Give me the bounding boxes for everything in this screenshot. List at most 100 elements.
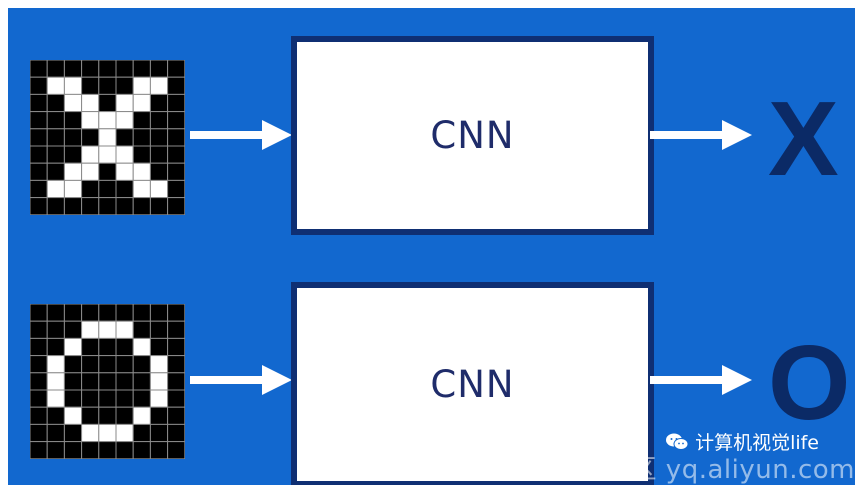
grid-cell [81,128,100,147]
grid-cell [46,60,65,78]
grid-cell [63,406,83,425]
arrow-right-icon [190,365,292,395]
grid-cell [115,145,134,164]
grid-cell [81,389,100,408]
grid-cell [30,372,48,391]
grid-cell [63,111,83,130]
grid-cell [46,128,65,147]
grid-cell [149,162,169,181]
grid-cell [98,162,117,181]
grid-cell [81,337,100,357]
grid-cell [115,355,134,374]
cnn-label: CNN [430,114,515,157]
grid-cell [98,197,117,215]
grid-cell [98,355,117,374]
grid-cell [30,93,48,113]
grid-cell [115,93,134,113]
grid-cell [115,304,134,322]
grid-cell [98,389,117,408]
grid-cell [46,93,65,113]
grid-cell [30,406,48,425]
diagram-panel: CNN X CNN O 计算机视觉life 云栖社区 yq.aliyun.com [8,8,855,485]
grid-cell [98,337,117,357]
grid-cell [63,179,83,199]
grid-cell [63,372,83,391]
grid-cell [132,406,151,425]
grid-cell [132,320,151,339]
grid-cell [63,423,83,443]
grid-cell [115,128,134,147]
grid-cell [46,441,65,459]
grid-cell [115,337,134,357]
grid-cell [167,128,185,147]
grid-cell [30,304,48,322]
grid-cell [63,76,83,95]
grid-cell [46,337,65,357]
grid-cell [167,76,185,95]
grid-cell [167,320,185,339]
grid-cell [132,60,151,78]
grid-cell [132,304,151,322]
grid-cell [46,372,65,391]
grid-cell [115,162,134,181]
grid-cell [98,60,117,78]
cnn-model-box: CNN [291,282,654,485]
grid-cell [63,128,83,147]
wechat-watermark-text: 计算机视觉life [695,432,819,454]
grid-cell [149,197,169,215]
grid-cell [46,111,65,130]
grid-cell [167,197,185,215]
grid-cell [115,389,134,408]
o-input-grid [30,304,185,459]
grid-cell [98,111,117,130]
grid-cell [46,423,65,443]
grid-cell [149,179,169,199]
grid-cell [81,372,100,391]
grid-cell [149,304,169,322]
grid-cell [81,423,100,443]
grid-cell [115,423,134,443]
grid-cell [63,60,83,78]
grid-cell [81,111,100,130]
grid-cell [98,304,117,322]
arrow-right-icon [650,120,752,150]
grid-cell [149,389,169,408]
grid-cell [46,406,65,425]
grid-cell [46,389,65,408]
grid-cell [115,111,134,130]
grid-cell [81,145,100,164]
grid-cell [167,162,185,181]
grid-cell [81,60,100,78]
o-input-grid-svg [30,304,185,459]
grid-cell [98,320,117,339]
grid-cell [132,162,151,181]
grid-cell [167,441,185,459]
grid-cell [63,355,83,374]
wechat-watermark: 计算机视觉life [665,428,819,455]
grid-cell [81,441,100,459]
grid-cell [81,197,100,215]
wechat-icon [666,433,689,450]
grid-cell [132,372,151,391]
grid-cell [149,76,169,95]
grid-cell [149,111,169,130]
grid-cell [30,60,48,78]
grid-cell [149,337,169,357]
grid-cell [46,145,65,164]
grid-cell [132,423,151,443]
grid-cell [98,128,117,147]
grid-cell [132,111,151,130]
grid-cell [167,304,185,322]
grid-cell [149,406,169,425]
grid-cell [46,76,65,95]
arrow-right-icon [190,120,292,150]
grid-cell [132,355,151,374]
grid-cell [30,337,48,357]
grid-cell [81,76,100,95]
grid-cell [46,355,65,374]
grid-cell [81,162,100,181]
grid-cell [63,441,83,459]
grid-cell [132,441,151,459]
grid-cell [132,337,151,357]
grid-cell [30,355,48,374]
